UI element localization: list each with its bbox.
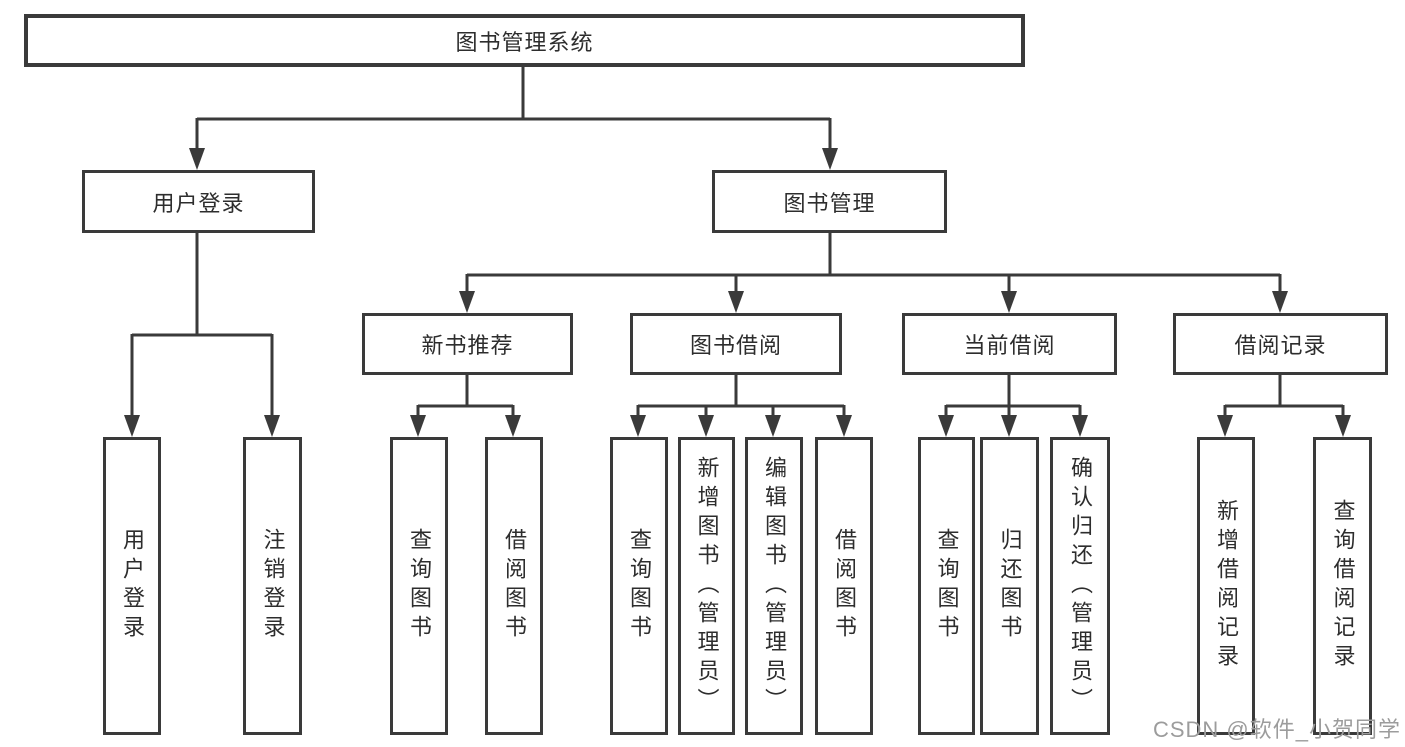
leaf-add-borrow-record: 新增借阅记录	[1197, 437, 1255, 735]
node-book-borrow: 图书借阅	[630, 313, 842, 375]
leaf-label: 编辑图书（管理员）	[762, 455, 787, 717]
node-label: 图书借阅	[689, 333, 782, 358]
leaf-label: 确认归还（管理员）	[1068, 455, 1093, 717]
leaf-user-login: 用户登录	[103, 437, 161, 735]
node-label: 新书推荐	[421, 333, 514, 358]
leaf-label: 查询图书	[934, 528, 960, 644]
leaf-edit-books-admin: 编辑图书（管理员）	[745, 437, 803, 735]
node-borrow-records: 借阅记录	[1173, 313, 1388, 375]
node-user-login: 用户登录	[82, 170, 315, 233]
leaf-label: 查询借阅记录	[1330, 499, 1356, 673]
node-new-book-recommend: 新书推荐	[362, 313, 573, 375]
leaf-label: 查询图书	[407, 528, 432, 644]
node-label: 图书管理系统	[455, 29, 594, 55]
leaf-confirm-return-admin: 确认归还（管理员）	[1050, 437, 1110, 735]
leaf-query-borrow-record: 查询借阅记录	[1313, 437, 1372, 735]
node-current-borrow: 当前借阅	[902, 313, 1117, 375]
leaf-label: 借阅图书	[832, 528, 857, 644]
arrowheads	[124, 148, 1351, 437]
csdn-watermark: CSDN @软件_小贺同学	[1152, 717, 1401, 742]
leaf-return-books: 归还图书	[980, 437, 1039, 735]
leaf-label: 用户登录	[120, 528, 145, 644]
node-book-management: 图书管理	[712, 170, 947, 233]
node-label: 借阅记录	[1234, 333, 1327, 358]
leaf-query-books-current: 查询图书	[918, 437, 975, 735]
node-library-management-system: 图书管理系统	[24, 14, 1025, 67]
leaf-add-books-admin: 新增图书（管理员）	[678, 437, 735, 735]
node-label: 当前借阅	[963, 333, 1056, 358]
leaf-query-books-borrow: 查询图书	[610, 437, 668, 735]
leaf-logout: 注销登录	[243, 437, 302, 735]
leaf-label: 借阅图书	[502, 528, 527, 644]
leaf-label: 新增图书（管理员）	[694, 455, 720, 717]
leaf-label: 归还图书	[997, 528, 1023, 644]
leaf-query-books-recommend: 查询图书	[390, 437, 448, 735]
node-label: 用户登录	[152, 190, 245, 216]
leaf-label: 新增借阅记录	[1214, 499, 1239, 673]
leaf-borrow-books-recommend: 借阅图书	[485, 437, 543, 735]
leaf-label: 查询图书	[627, 528, 652, 644]
leaf-label: 注销登录	[260, 528, 286, 644]
leaf-borrow-books: 借阅图书	[815, 437, 873, 735]
node-label: 图书管理	[783, 190, 876, 216]
